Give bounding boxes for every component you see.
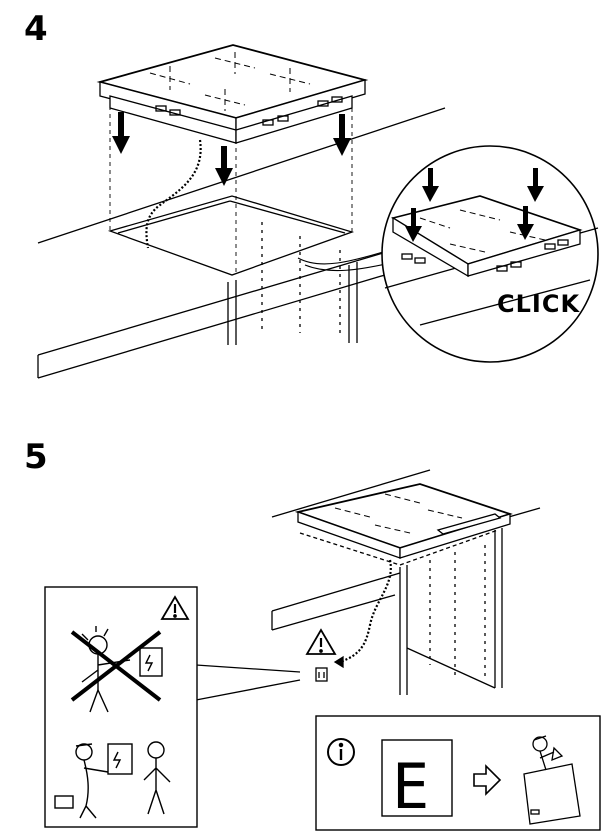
hob-top-5 — [294, 483, 513, 559]
info-panel — [315, 715, 601, 831]
display-error-symbol: E — [392, 750, 429, 823]
power-cable — [145, 139, 202, 249]
do-not-self-install-figure — [70, 626, 163, 713]
down-arrows — [112, 112, 351, 186]
guide-lines — [109, 98, 353, 275]
step-5-illustration — [44, 469, 601, 831]
click-label: CLICK — [497, 290, 580, 318]
hob-top — [96, 44, 369, 144]
step-5-number: 5 — [24, 437, 48, 477]
info-circle-icon — [327, 738, 355, 766]
qualified-electrician-figure — [54, 741, 171, 819]
arrow-right-icon — [473, 764, 502, 796]
manual-reading-person-icon — [523, 735, 581, 825]
cabinet-sides — [227, 222, 358, 345]
countertop — [37, 107, 446, 379]
countertop-5 — [271, 469, 541, 631]
callout-connector — [297, 249, 391, 265]
electrician-warning-panel — [44, 586, 198, 828]
cabinet-5 — [299, 528, 503, 695]
power-cable-5 — [339, 559, 392, 664]
step-4-number: 4 — [24, 9, 48, 49]
wall-socket — [315, 667, 328, 682]
warning-triangle-icon — [160, 595, 190, 620]
click-zoom-circle — [381, 145, 599, 363]
display-box — [381, 739, 453, 817]
step-4-illustration — [37, 44, 599, 379]
warning-triangle-icon — [305, 628, 337, 655]
